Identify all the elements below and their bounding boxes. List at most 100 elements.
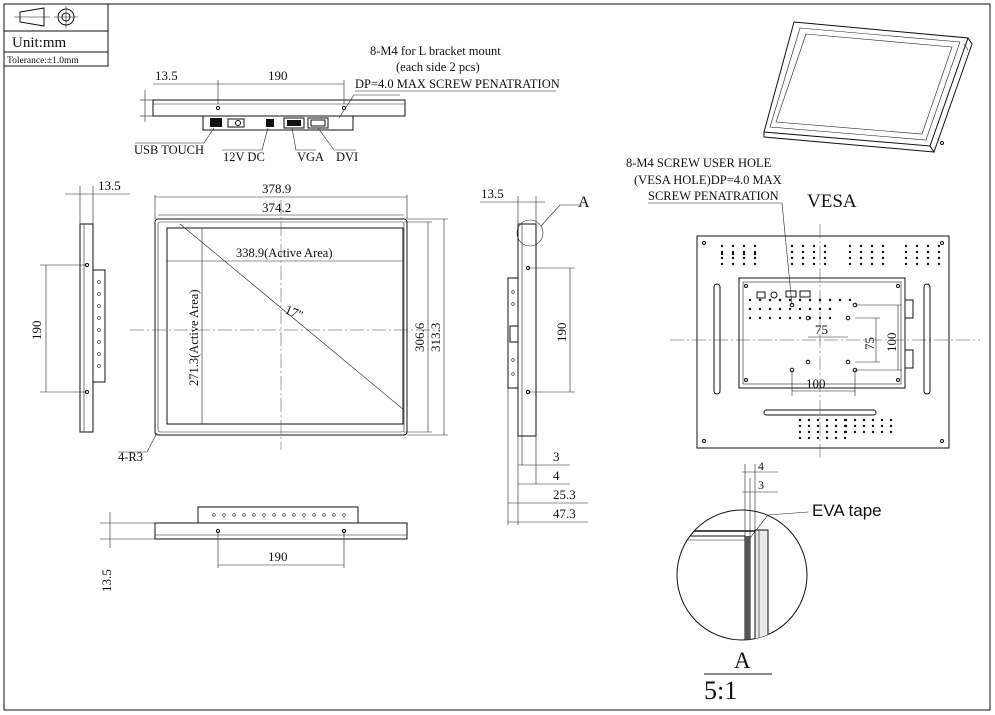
vent-hole [848,250,852,254]
vent-hole [853,424,857,428]
dim-vesa-75-h: 75 [815,322,828,337]
vent-hole [753,256,757,260]
vent-hole [881,250,885,254]
vent-hole [788,298,792,302]
detail-scale: 5:1 [704,676,737,705]
vent-hole [731,250,735,254]
vent-hole [848,244,852,248]
vent-hole [818,307,822,311]
vent-hole [731,244,735,248]
dim-bottom-190: 190 [268,549,288,564]
vent-hole [904,244,908,248]
vent-hole [848,256,852,260]
vent-hole [871,430,875,434]
dim-vesa-100-v: 100 [884,333,899,353]
dim-side-47-3: 47.3 [553,506,576,521]
vent-hole [881,244,885,248]
vent-hole [880,430,884,434]
vent-hole [798,316,802,320]
vent-hole [834,436,838,440]
vent-hole [870,262,874,266]
dim-detail-3: 3 [758,478,764,492]
vent-hole [880,418,884,422]
vent-hole [798,430,802,434]
vent-hole [926,262,930,266]
vent-hole [870,250,874,254]
vent-hole [807,424,811,428]
vent-hole [870,256,874,260]
vent-hole [731,252,735,256]
vent-hole [807,418,811,422]
vent-hole [889,430,893,434]
label-dvi: DVI [336,150,358,164]
vent-hole [816,424,820,428]
vent-hole [823,244,827,248]
note-bracket-line1: 8-M4 for L bracket mount [370,44,501,58]
vent-hole [742,244,746,248]
dim-vesa-100-h: 100 [806,376,826,391]
dim-active-height: 271.3(Active Area) [187,290,201,387]
label-vga: VGA [297,150,324,164]
vent-hole [778,316,782,320]
vent-hole [828,298,832,302]
vent-hole [825,424,829,428]
vent-hole [753,250,757,254]
vent-hole [816,418,820,422]
vent-hole [904,262,908,266]
vent-hole [904,250,908,254]
note-bracket-line3: DP=4.0 MAX SCREW PENATRATION [355,77,560,91]
vent-hole [859,250,863,254]
vent-hole [870,244,874,248]
title-block: Unit:mm Tolerance:±1.0mm [3,3,109,67]
vent-hole [758,307,762,311]
vent-hole [748,298,752,302]
vent-hole [853,430,857,434]
dim-left-13-5: 13.5 [98,178,121,193]
vent-hole [825,418,829,422]
vent-hole [808,307,812,311]
dim-height-inner: 306.6 [412,322,427,352]
vesa-note-line1: 8-M4 SCREW USER HOLE [626,156,772,170]
usb-port-icon [210,118,222,127]
vent-hole [720,250,724,254]
vent-hole [768,298,772,302]
vent-hole [915,244,919,248]
vent-hole [768,316,772,320]
vent-hole [834,418,838,422]
vent-hole [937,250,941,254]
vent-hole [915,256,919,260]
vent-hole [798,418,802,422]
vent-hole [801,244,805,248]
vent-hole [871,424,875,428]
vent-hole [748,307,752,311]
vent-hole [915,262,919,266]
vent-hole [720,256,724,260]
vent-hole [859,244,863,248]
dc-port-icon [227,118,245,128]
vent-hole [812,244,816,248]
vent-hole [828,307,832,311]
label-usb-touch: USB TOUCH [134,143,204,157]
dim-top-13-5: 13.5 [155,68,178,83]
vent-hole [848,262,852,266]
vent-hole [937,244,941,248]
vent-hole [843,436,847,440]
vent-hole [904,256,908,260]
vent-hole [798,436,802,440]
vent-hole [801,256,805,260]
vent-hole [790,244,794,248]
dim-vesa-75-v: 75 [862,337,877,350]
dim-detail-4: 4 [758,459,764,473]
front-view: 17" 378.9 374.2 338.9(Active Area) 271.3… [118,181,448,464]
eva-tape-label: EVA tape [812,501,882,520]
vent-hole [880,424,884,428]
vent-hole [731,262,735,266]
top-view: 13.5 190 8-M4 for L bracket mount (each … [134,44,560,164]
vent-hole [742,250,746,254]
vent-hole [825,436,829,440]
side-label-a: A [578,194,590,211]
dim-side-13-5: 13.5 [481,186,504,201]
dim-side-25-3: 25.3 [553,487,576,502]
vent-hole [862,430,866,434]
dim-active-width: 338.9(Active Area) [236,246,333,260]
